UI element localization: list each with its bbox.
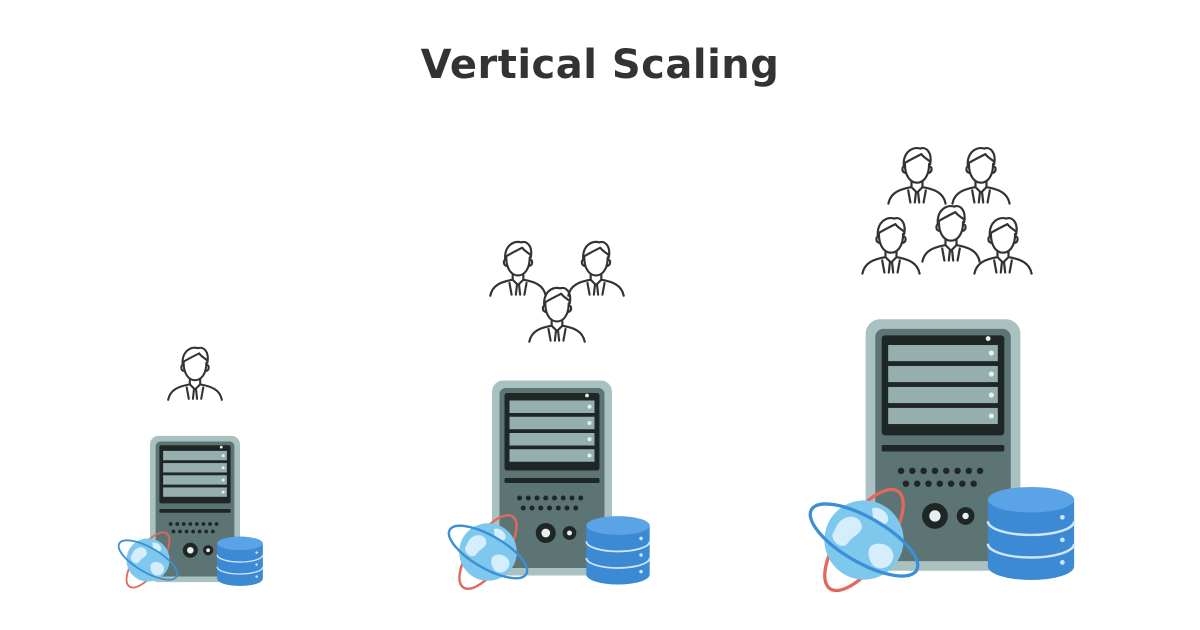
diagram-title: Vertical Scaling	[420, 42, 780, 88]
person-icon	[887, 147, 947, 205]
person-icon	[489, 240, 547, 297]
person-icon	[567, 240, 625, 297]
users-medium	[489, 240, 625, 343]
person-icon	[951, 147, 1011, 205]
users-small	[167, 346, 223, 401]
database-icon	[216, 535, 264, 587]
database-icon	[585, 515, 651, 586]
person-icon	[861, 217, 921, 275]
group-small	[112, 346, 264, 595]
person-icon	[921, 205, 981, 263]
person-icon	[528, 286, 586, 343]
group-medium	[440, 240, 651, 599]
group-large	[798, 147, 1076, 604]
person-icon	[167, 346, 223, 401]
database-icon	[986, 485, 1076, 582]
person-icon	[973, 217, 1033, 275]
users-large	[861, 147, 1033, 275]
